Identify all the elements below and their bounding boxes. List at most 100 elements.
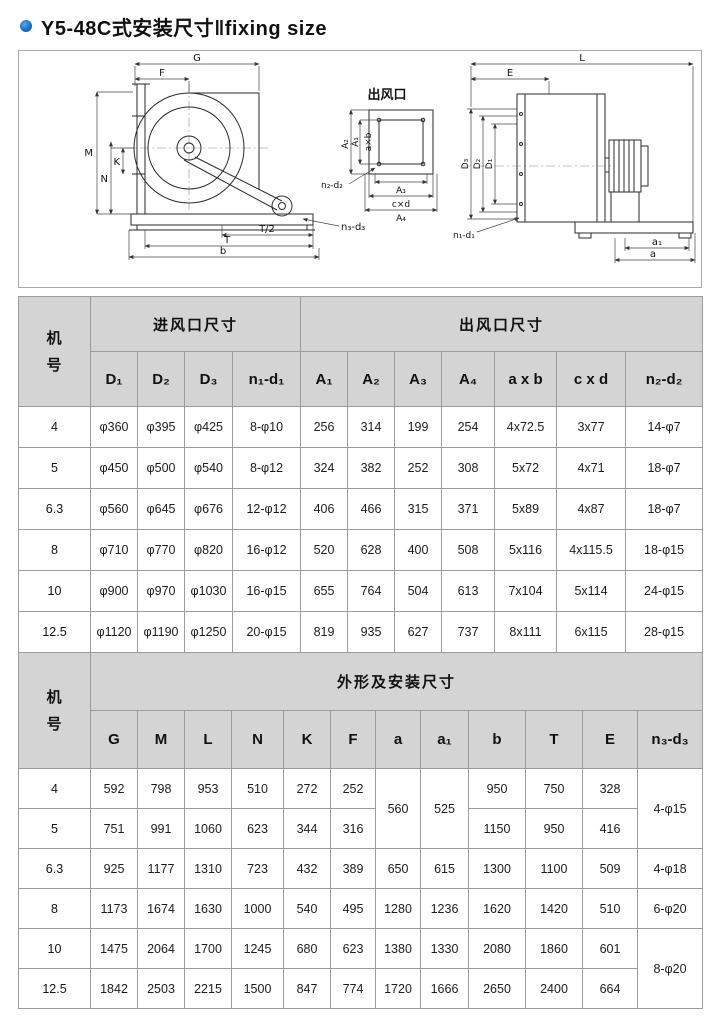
value-cell: 18-φ15: [625, 529, 704, 571]
value-cell: 4x72.5: [494, 406, 558, 448]
machine-no-header: 机 号: [18, 652, 91, 769]
value-cell: 664: [582, 968, 638, 1009]
model-number-cell: 8: [18, 529, 91, 571]
value-cell: 371: [441, 488, 496, 530]
value-cell: φ770: [137, 529, 185, 571]
value-cell: 328: [582, 768, 638, 809]
value-cell: φ540: [184, 447, 233, 489]
value-cell: 680: [283, 928, 331, 969]
column-header: n₃-d₃: [636, 710, 704, 769]
column-header: D₂: [137, 351, 185, 407]
dim-label-cxd: c×d: [392, 200, 410, 210]
model-number-cell: 4: [18, 406, 91, 448]
column-header: A₂: [347, 351, 396, 407]
value-cell: 344: [283, 808, 331, 849]
value-cell: 847: [283, 968, 331, 1009]
value-cell: 389: [330, 848, 376, 889]
value-cell: 950: [525, 808, 583, 849]
value-cell: 8-φ12: [231, 447, 302, 489]
value-cell: 510: [231, 768, 284, 809]
value-cell: 382: [347, 447, 396, 489]
value-cell: 18-φ7: [625, 447, 704, 489]
column-header: M: [137, 710, 185, 769]
value-cell: 256: [300, 406, 349, 448]
column-header: E: [582, 710, 638, 769]
value-cell: 1330: [420, 928, 469, 969]
value-cell: 6-φ20: [636, 888, 704, 929]
dim-label-N: N: [101, 174, 108, 185]
value-cell: φ1030: [184, 570, 233, 612]
value-cell: 1674: [137, 888, 185, 929]
value-cell: 2215: [184, 968, 232, 1009]
value-cell: 953: [184, 768, 232, 809]
value-cell: 1280: [375, 888, 421, 929]
value-cell: 1620: [468, 888, 526, 929]
page-title: Y5-48C式安装尺寸‖fixing size: [41, 12, 327, 41]
model-number-cell: 12.5: [18, 968, 91, 1009]
column-header: n₁-d₁: [231, 351, 302, 407]
page-title-row: Y5-48C式安装尺寸‖fixing size: [20, 12, 702, 40]
value-cell: 1666: [420, 968, 469, 1009]
value-cell: 1700: [184, 928, 232, 969]
value-cell: 3x77: [556, 406, 627, 448]
dim-label-T: T: [223, 235, 231, 246]
value-cell: 252: [330, 768, 376, 809]
value-cell: 991: [137, 808, 185, 849]
value-cell: 466: [347, 488, 396, 530]
value-cell: 950: [468, 768, 526, 809]
value-cell: 1720: [375, 968, 421, 1009]
column-header: K: [283, 710, 331, 769]
dim-label-A1: A₁: [351, 137, 361, 147]
value-cell: 2650: [468, 968, 526, 1009]
fan-dimension-drawing: G F M N K T/2 T b n₃-d₃ 出风口 A₂ A₁ a×b A₃…: [84, 53, 696, 263]
value-cell: 199: [394, 406, 443, 448]
value-cell: 18-φ7: [625, 488, 704, 530]
value-cell: 623: [330, 928, 376, 969]
value-cell: 416: [582, 808, 638, 849]
value-cell: 1177: [137, 848, 185, 889]
group-header: 外形及安装尺寸: [89, 652, 704, 711]
value-cell: 6x115: [556, 611, 627, 653]
value-cell: 4x71: [556, 447, 627, 489]
value-cell: 508: [441, 529, 496, 571]
value-cell: 1860: [525, 928, 583, 969]
value-cell: 315: [394, 488, 443, 530]
bullet-icon: [20, 20, 32, 32]
value-cell: 925: [90, 848, 138, 889]
value-cell: 1475: [90, 928, 138, 969]
group-header: 出风口尺寸: [300, 296, 704, 352]
value-cell: 4x115.5: [556, 529, 627, 571]
value-cell: 601: [582, 928, 638, 969]
value-cell: 774: [330, 968, 376, 1009]
dim-label-M: M: [84, 148, 93, 159]
value-cell: 1300: [468, 848, 526, 889]
value-cell: 5x114: [556, 570, 627, 612]
title-divider: ‖: [214, 17, 225, 40]
value-cell: 525: [420, 768, 469, 849]
value-cell: 5x72: [494, 447, 558, 489]
model-number-cell: 6.3: [18, 848, 91, 889]
value-cell: 1310: [184, 848, 232, 889]
value-cell: 819: [300, 611, 349, 653]
value-cell: 1842: [90, 968, 138, 1009]
model-number-cell: 8: [18, 888, 91, 929]
column-header: b: [468, 710, 526, 769]
model-number-cell: 10: [18, 570, 91, 612]
value-cell: φ820: [184, 529, 233, 571]
value-cell: 1380: [375, 928, 421, 969]
value-cell: 4-φ18: [636, 848, 704, 889]
value-cell: 20-φ15: [231, 611, 302, 653]
dim-label-G: G: [193, 53, 201, 64]
value-cell: 16-φ15: [231, 570, 302, 612]
column-header: A₃: [394, 351, 443, 407]
value-cell: φ676: [184, 488, 233, 530]
